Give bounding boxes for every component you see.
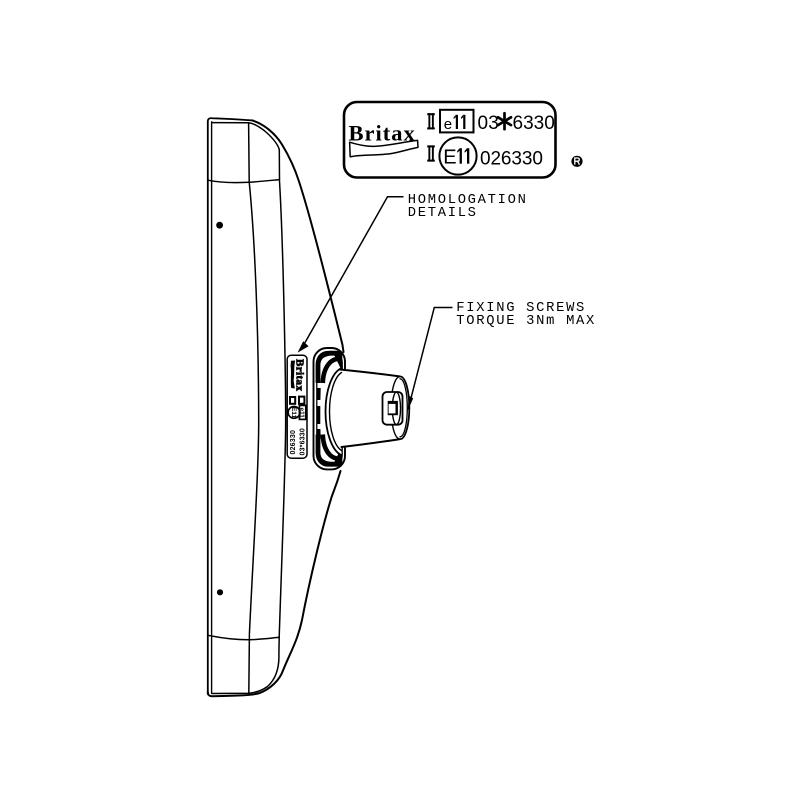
svg-text:TORQUE 3Nm MAX: TORQUE 3Nm MAX	[456, 314, 596, 329]
svg-text:DETAILS: DETAILS	[408, 206, 478, 221]
svg-text:03*6330: 03*6330	[299, 428, 306, 455]
svg-text:HOMOLOGATION: HOMOLOGATION	[408, 193, 528, 208]
svg-text:026330: 026330	[480, 149, 543, 170]
svg-text:Britax: Britax	[294, 359, 306, 391]
svg-text:e: e	[444, 116, 452, 133]
svg-text:03: 03	[478, 113, 500, 134]
svg-text:6330: 6330	[513, 113, 555, 134]
svg-text:Britax: Britax	[349, 121, 416, 146]
svg-text:e11: e11	[298, 408, 305, 419]
svg-text:FIXING SCREWS: FIXING SCREWS	[456, 301, 586, 316]
svg-text:E11: E11	[290, 407, 297, 419]
svg-text:026330: 026330	[290, 430, 297, 455]
svg-text:E: E	[443, 147, 456, 169]
